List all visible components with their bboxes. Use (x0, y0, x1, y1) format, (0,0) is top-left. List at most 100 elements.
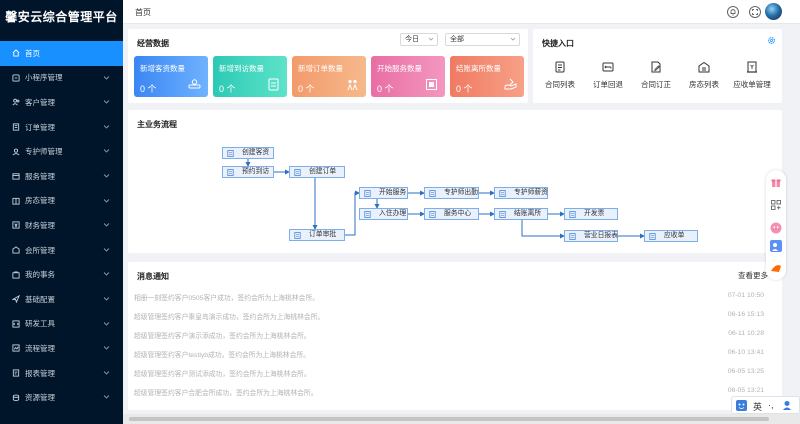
flow-node-nurse-salary[interactable]: 专护师薪资 (494, 187, 548, 199)
flow-node-label: 订单审批 (309, 231, 337, 238)
sidebar-item-label: 服务管理 (25, 171, 55, 181)
translate-icon[interactable] (770, 240, 782, 252)
flow-node-checkout[interactable]: 结账离所 (494, 208, 548, 220)
chevron-down-icon (103, 98, 111, 106)
gift-icon[interactable] (770, 176, 782, 188)
ime-logo-icon[interactable] (736, 400, 747, 411)
assistant-icon[interactable] (770, 222, 782, 234)
notification-icon[interactable] (726, 5, 740, 19)
view-more-link[interactable]: 查看更多 (738, 271, 768, 280)
chevron-down-icon (103, 320, 111, 328)
period-select[interactable]: 今日 (400, 33, 438, 46)
message-time: 06-16 15:13 (727, 311, 764, 318)
quick-entry-3[interactable]: 房态列表 (681, 61, 727, 90)
sidebar-item-7[interactable]: 财务管理 (0, 213, 123, 238)
document-icon (499, 190, 506, 197)
breadcrumb[interactable]: 首页 (135, 8, 151, 17)
document-icon (429, 190, 436, 197)
scope-select-value: 全部 (450, 36, 464, 43)
sidebar-item-2[interactable]: 客户管理 (0, 90, 123, 115)
sidebar-item-1[interactable]: 小程序管理 (0, 66, 123, 91)
flow-node-invoice[interactable]: 开发票 (564, 208, 618, 220)
flow-node-label: 应收单 (664, 232, 685, 239)
sidebar-item-13[interactable]: 报表管理 (0, 361, 123, 386)
flow-node-nurse-dispatch[interactable]: 专护师出勤 (424, 187, 479, 199)
ime-punct-toggle[interactable]: ·, (768, 400, 774, 410)
message-row[interactable]: 超级管理签约客户秦皇岛演示成功，签约会所为上海桃林会所。06-16 15:13 (134, 311, 764, 323)
scrollbar-thumb[interactable] (129, 417, 769, 421)
message-row[interactable]: 超级管理签约客户测试添成功，签约会所为上海桃林会所。06-05 13:25 (134, 368, 764, 380)
flow-node-create-customer[interactable]: 创建客资 (222, 147, 274, 159)
quick-entry-2[interactable]: 合同订正 (633, 61, 679, 90)
message-time: 06-05 13:25 (727, 368, 764, 375)
sidebar: 馨安云综合管理平台 首页小程序管理客户管理订单管理专护师管理服务管理房态管理财务… (0, 0, 123, 424)
flow-node-create-order[interactable]: 创建订单 (289, 166, 345, 178)
quick-entry-label: 订单回退 (593, 80, 623, 89)
flow-node-label: 创建客资 (242, 149, 270, 156)
sidebar-item-label: 小程序管理 (25, 73, 63, 83)
flow-node-label: 预约到访 (242, 168, 270, 175)
scope-select[interactable]: 全部 (445, 33, 520, 46)
message-row[interactable]: 超级管理签约客户合肥会所成功，签约会所为上海桃林会所。06-05 13:21 (134, 387, 764, 399)
ime-lang-toggle[interactable]: 英 (753, 402, 763, 412)
contract-list-icon (555, 61, 565, 73)
message-row[interactable]: 超级管理签约客户演示添成功，签约会所为上海桃林会所。06-11 10:28 (134, 330, 764, 342)
quick-entry-1[interactable]: 订单回退 (585, 61, 631, 90)
nurse-icon (11, 147, 20, 156)
fullscreen-icon[interactable] (748, 5, 762, 19)
flow-node-book-visit[interactable]: 预约到访 (222, 166, 274, 178)
ops-data-title: 经营数据 (137, 39, 169, 48)
flow-node-check-in[interactable]: 入住办理 (359, 208, 408, 220)
sidebar-item-9[interactable]: 我的事务 (0, 262, 123, 287)
sidebar-item-3[interactable]: 订单管理 (0, 115, 123, 140)
task-icon (11, 270, 20, 279)
order-icon (11, 123, 20, 132)
flow-node-label: 结账离所 (514, 210, 542, 217)
customer-add-icon (188, 79, 201, 89)
sidebar-item-8[interactable]: 会所管理 (0, 238, 123, 263)
order-rollback-icon (602, 62, 614, 72)
flow-connectors (245, 159, 645, 239)
report-icon (11, 369, 20, 378)
sidebar-item-label: 报表管理 (25, 368, 55, 378)
flow-node-service-center[interactable]: 服务中心 (424, 208, 479, 220)
visit-icon (268, 78, 279, 91)
sidebar-item-label: 客户管理 (25, 97, 55, 107)
brand-logo-icon[interactable] (770, 262, 782, 274)
sidebar-item-12[interactable]: 流程管理 (0, 336, 123, 361)
sidebar-item-11[interactable]: 研发工具 (0, 312, 123, 337)
sidebar-item-0[interactable]: 首页 (0, 41, 123, 66)
flow-node-daily-report[interactable]: 营业日报表 (564, 230, 618, 242)
apps-icon[interactable] (770, 199, 782, 211)
flow-node-start-service[interactable]: 开始服务 (359, 187, 408, 199)
flow-node-label: 营业日报表 (584, 232, 618, 239)
sidebar-item-label: 基础配置 (25, 294, 55, 304)
sidebar-item-10[interactable]: 基础配置 (0, 287, 123, 312)
sidebar-item-5[interactable]: 服务管理 (0, 164, 123, 189)
sidebar-item-label: 研发工具 (25, 319, 55, 329)
flow-node-order-review[interactable]: 订单审批 (289, 229, 345, 241)
gear-icon[interactable] (767, 36, 776, 45)
quick-entry-4[interactable]: 应收单管理 (729, 61, 775, 90)
sidebar-item-14[interactable]: 资源管理 (0, 385, 123, 410)
flow-node-label: 入住办理 (379, 210, 407, 217)
sidebar-item-4[interactable]: 专护师管理 (0, 139, 123, 164)
sidebar-item-label: 订单管理 (25, 122, 55, 132)
quick-entry-0[interactable]: 合同列表 (537, 61, 583, 90)
horizontal-scrollbar[interactable] (123, 414, 800, 424)
floating-toolbar (766, 170, 786, 280)
document-icon (499, 211, 506, 218)
message-row[interactable]: 超级管理签约客户testlyb成功，签约会所为上海桃林会所。06-10 13:4… (134, 349, 764, 361)
message-row[interactable]: 相册一刻签约客户0505客户成功，签约会所为上海桃林会所。07-01 10:50 (134, 292, 764, 304)
sidebar-item-6[interactable]: 房态管理 (0, 189, 123, 214)
document-icon (364, 190, 371, 197)
flow-node-label: 开始服务 (379, 189, 407, 196)
ime-user-icon[interactable] (782, 400, 792, 411)
user-avatar[interactable] (765, 3, 782, 20)
flow-node-receivable[interactable]: 应收单 (644, 230, 698, 242)
